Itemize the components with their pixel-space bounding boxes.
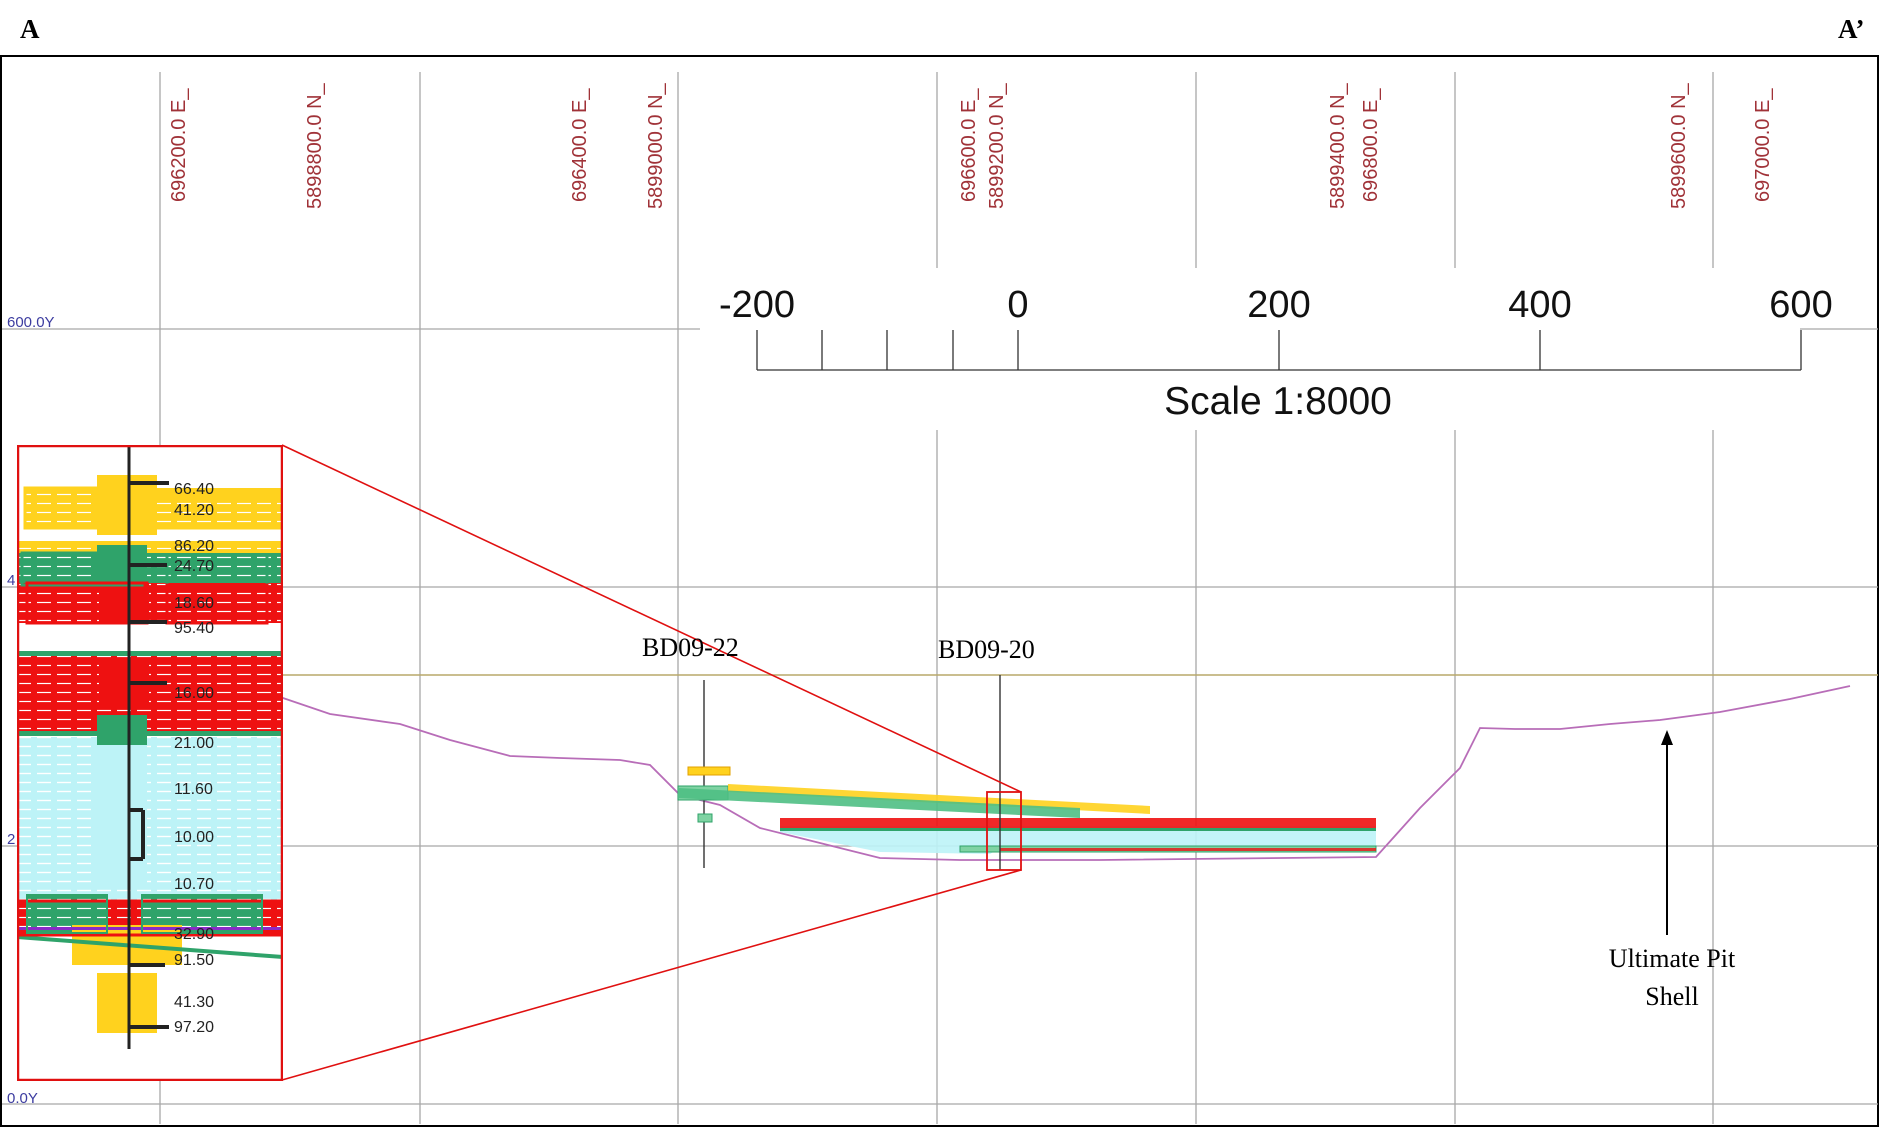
- scale-bar: [756, 330, 1802, 371]
- inset-interval-value: 11.60: [174, 781, 213, 798]
- inset-interval-value: 41.20: [174, 502, 215, 519]
- grid-label-northing: 5898800.0 N_: [304, 83, 326, 209]
- inset-interval-value: 97.20: [174, 1019, 215, 1036]
- inset-interval-value: 16.00: [174, 685, 215, 702]
- yellow-block-2: [97, 973, 157, 1033]
- cyan-band: [17, 737, 283, 903]
- grid-label-easting: 697000.0 E_: [1752, 88, 1774, 202]
- grid-label-northing: 5899400.0 N_: [1327, 83, 1349, 209]
- green-band-2: [17, 651, 283, 656]
- drill-hole-label: BD09-20: [938, 635, 1035, 664]
- inset-interval-value: 24.70: [174, 558, 215, 575]
- grid-label-easting: 696600.0 E_: [958, 88, 980, 202]
- grid-label-easting: 696800.0 E_: [1360, 88, 1382, 202]
- inset-interval-value: 41.30: [174, 994, 215, 1011]
- grid-label-northing: 5899000.0 N_: [645, 83, 667, 209]
- scale-tick-label: 0: [1007, 284, 1029, 326]
- cyan-block: [97, 745, 147, 885]
- scale-tick-label: 600: [1769, 284, 1833, 326]
- elevation-label: 600.0Y: [7, 314, 55, 331]
- pit-shell-label-line: Shell: [1645, 982, 1699, 1011]
- scale-tick-label: -200: [718, 284, 796, 326]
- elevation-label-partial: 2: [7, 831, 16, 848]
- inset-interval-value: 21.00: [174, 735, 215, 752]
- pit-label-arrow: [1661, 730, 1673, 935]
- purple-line: [17, 927, 283, 930]
- inset-interval-value: 86.20: [174, 538, 215, 555]
- grid-label-easting: 696200.0 E_: [168, 88, 190, 202]
- scale-tick-label: 400: [1508, 284, 1572, 326]
- red-block: [99, 583, 149, 623]
- grid-label-northing: 5899600.0 N_: [1668, 83, 1690, 209]
- callout-line-top: [281, 444, 1022, 793]
- inset-source-box: [986, 791, 1022, 871]
- elevation-label-partial: 4: [7, 572, 16, 589]
- drill-hole-bd09-22: [677, 680, 731, 868]
- drill-hole-bd09-20: [986, 675, 1022, 871]
- inset-interval-value: 66.40: [174, 481, 215, 498]
- lower-red-band: [1000, 848, 1376, 851]
- green-diag: [17, 935, 283, 959]
- callout-line-bottom: [281, 869, 1022, 1081]
- ultimate-pit-shell: [279, 685, 1851, 861]
- elevation-label: 0.0Y: [7, 1090, 38, 1107]
- cyan-zone: [780, 826, 1376, 854]
- inset-interval-value: 95.40: [174, 620, 215, 637]
- pit-shell-label-line: Ultimate Pit: [1608, 944, 1736, 973]
- grid-label-easting: 696400.0 E_: [569, 88, 591, 202]
- red-band-2: [17, 655, 283, 733]
- red-band: [17, 583, 283, 623]
- inset-interval-value: 91.50: [174, 952, 215, 969]
- drill-hole-label: BD09-22: [642, 633, 739, 662]
- inset-interval-value: 18.60: [174, 595, 215, 612]
- inset-border: [17, 445, 283, 1081]
- ore-bodies: [678, 784, 1377, 854]
- horizontal-grid: [2, 328, 1878, 1105]
- scale-title: Scale 1:8000: [1164, 380, 1392, 423]
- section-start-label: A: [20, 14, 40, 44]
- section-frame: [0, 55, 1879, 1127]
- inset-interval-value: 32.90: [174, 926, 215, 943]
- drill-log-inset: [17, 445, 283, 1081]
- grid-label-northing: 5899200.0 N_: [986, 83, 1008, 209]
- red-zone: [780, 818, 1376, 828]
- scale-tick-label: 200: [1247, 284, 1311, 326]
- green-band: [780, 828, 1376, 831]
- vertical-grid: [159, 72, 1714, 1124]
- green-line: [17, 731, 283, 736]
- green-zone: [678, 788, 1080, 818]
- pit-shell-label: Ultimate Pit Shell: [1593, 940, 1751, 1016]
- inset-interval-value: 10.70: [174, 876, 215, 893]
- inset-interval-value: 10.00: [174, 829, 215, 846]
- section-end-label: A’: [1838, 14, 1865, 44]
- green-band: [17, 553, 283, 585]
